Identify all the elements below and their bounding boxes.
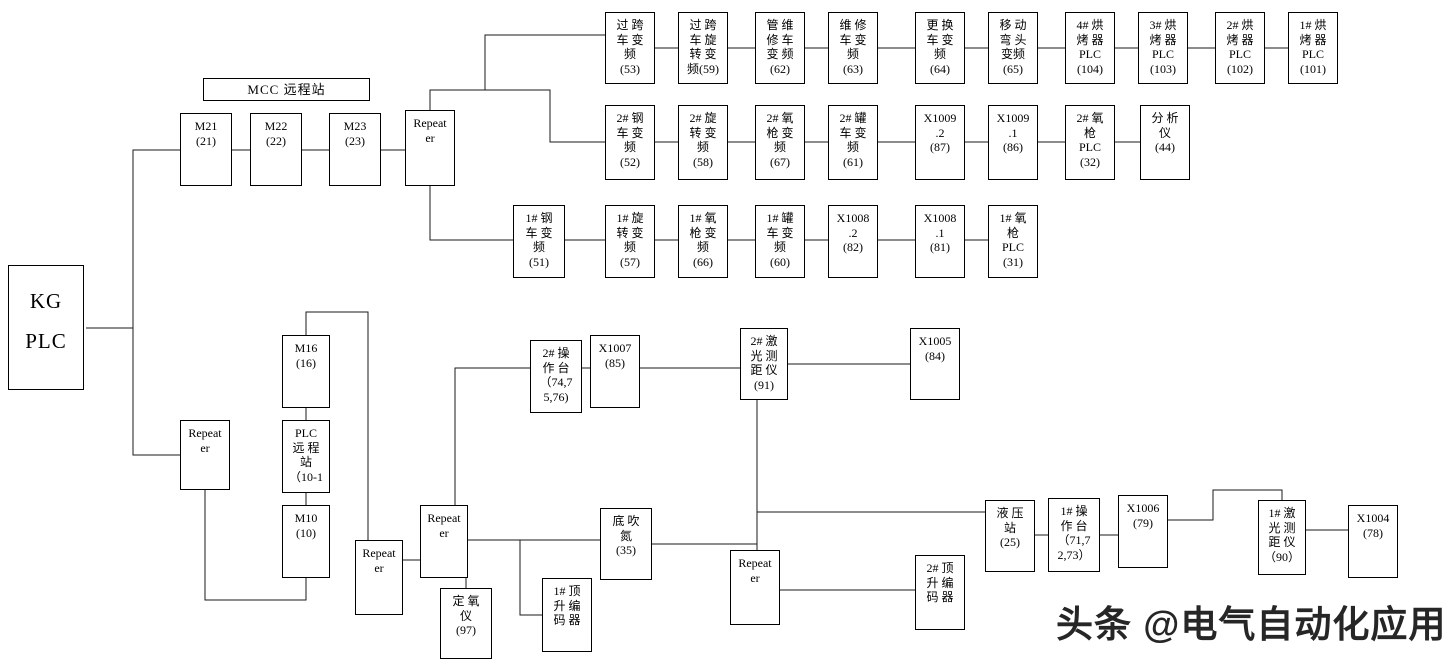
node-m10: M10 (10) bbox=[282, 505, 330, 578]
node-vfd-59: 过 跨 车 旋 转 变 频(59) bbox=[678, 12, 728, 84]
node-lift-encoder-2: 2# 顶 升 编 码 器 bbox=[915, 555, 965, 630]
node-plc-remote-station: PLC 远 程 站 （10-1 bbox=[282, 420, 330, 493]
node-laser-rangefinder-1: 1# 激 光 测 距 仪 （90） bbox=[1258, 500, 1306, 575]
node-vfd-52: 2# 钢 车 变 频 (52) bbox=[605, 105, 655, 180]
node-repeater-top: Repeat er bbox=[405, 110, 455, 186]
node-vfd-60: 1# 罐 车 变 频 (60) bbox=[755, 205, 805, 278]
node-repeater-mid: Repeat er bbox=[420, 505, 468, 578]
node-vfd-66: 1# 氧 枪 变 频 (66) bbox=[678, 205, 728, 278]
node-x1007: X1007 (85) bbox=[590, 335, 640, 408]
node-x1008-1: X1008 .1 (81) bbox=[915, 205, 965, 278]
node-m23: M23 (23) bbox=[329, 113, 381, 186]
node-x1008-2: X1008 .2 (82) bbox=[828, 205, 878, 278]
node-x1004: X1004 (78) bbox=[1348, 505, 1398, 578]
node-console-1: 1# 操 作 台 （71,7 2,73） bbox=[1048, 498, 1100, 572]
node-repeater-mid-left: Repeat er bbox=[355, 540, 403, 615]
node-laser-rangefinder-2: 2# 激 光 测 距 仪 (91) bbox=[740, 328, 788, 400]
node-x1006: X1006 (79) bbox=[1118, 495, 1168, 568]
node-vfd-51: 1# 钢 车 变 频 (51) bbox=[513, 205, 565, 278]
node-vfd-63: 维 修 车 变 频 (63) bbox=[828, 12, 878, 84]
node-vfd-61: 2# 罐 车 变 频 (61) bbox=[828, 105, 878, 180]
node-bottom-blowing-35: 底 吹 氮 (35) bbox=[600, 508, 652, 580]
node-vfd-65: 移 动 弯 头 变频 (65) bbox=[988, 12, 1038, 84]
node-vfd-53: 过 跨 车 变 频 (53) bbox=[605, 12, 655, 84]
node-baker-plc-101: 1# 烘 烤 器 PLC (101) bbox=[1288, 12, 1338, 84]
node-x1009-2: X1009 .2 (87) bbox=[915, 105, 965, 180]
node-vfd-58: 2# 旋 转 变 频 (58) bbox=[678, 105, 728, 180]
node-oxygen-lance-plc-32: 2# 氧 枪 PLC (32) bbox=[1065, 105, 1115, 180]
node-baker-plc-104: 4# 烘 烤 器 PLC (104) bbox=[1065, 12, 1115, 84]
node-vfd-57: 1# 旋 转 变 频 (57) bbox=[605, 205, 655, 278]
node-vfd-67: 2# 氧 枪 变 频 (67) bbox=[755, 105, 805, 180]
node-oxygen-lance-plc-31: 1# 氧 枪 PLC (31) bbox=[988, 205, 1038, 278]
node-m16: M16 (16) bbox=[282, 335, 330, 408]
node-baker-plc-102: 2# 烘 烤 器 PLC (102) bbox=[1215, 12, 1265, 84]
node-x1009-1: X1009 .1 (86) bbox=[988, 105, 1038, 180]
node-analyzer-44: 分 析 仪 (44) bbox=[1140, 105, 1190, 180]
node-repeater-bottom: Repeat er bbox=[730, 550, 780, 625]
node-lift-encoder-1: 1# 顶 升 编 码 器 bbox=[542, 578, 592, 652]
node-hydraulic-station-25: 液 压 站 (25) bbox=[985, 500, 1035, 572]
node-vfd-62: 管 维 修 车 变 频 (62) bbox=[755, 12, 805, 84]
node-console-2: 2# 操 作 台 （74,7 5,76) bbox=[530, 340, 582, 413]
node-kg-plc: KG PLC bbox=[8, 265, 84, 390]
watermark-text: 头条 @电气自动化应用 bbox=[1056, 604, 1447, 645]
node-vfd-64: 更 换 车 变 频 (64) bbox=[915, 12, 965, 84]
node-baker-plc-103: 3# 烘 烤 器 PLC (103) bbox=[1138, 12, 1188, 84]
node-repeater-left: Repeat er bbox=[180, 420, 230, 490]
node-x1005: X1005 (84) bbox=[910, 328, 960, 400]
node-m22: M22 (22) bbox=[250, 113, 302, 186]
node-m21: M21 (21) bbox=[180, 113, 232, 186]
node-oxygen-analyzer-97: 定 氧 仪 (97) bbox=[440, 588, 492, 659]
node-mcc-remote-station: MCC 远程站 bbox=[203, 78, 370, 101]
